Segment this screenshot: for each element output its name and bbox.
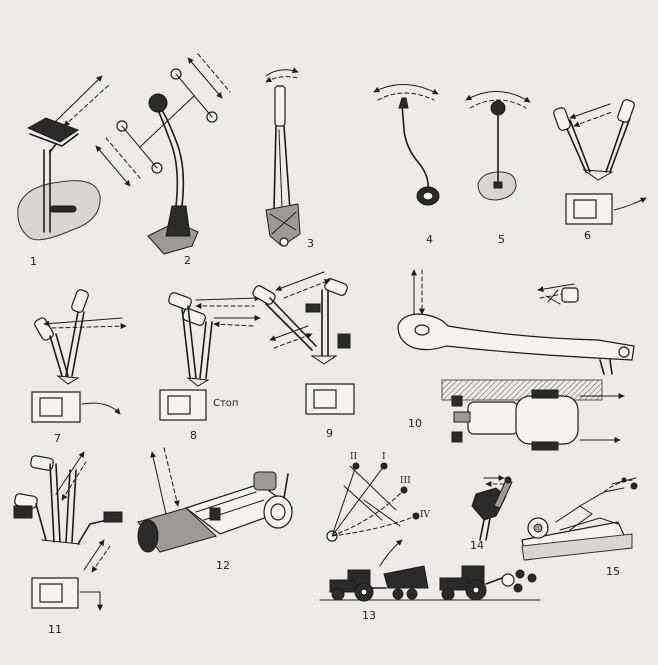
figure-label-6: 6 [584,229,591,242]
figure-label-14: 14 [470,539,484,552]
stop-label: Стоп [213,398,239,409]
figure-label-2: 2 [184,254,191,267]
figure-2-gear-lever [95,53,231,255]
figure-10-linkage [397,269,635,451]
figure-label-8: 8 [190,429,197,442]
figure-label-5: 5 [498,233,505,246]
figure-label-1: 1 [30,255,37,268]
figure-label-10: 10 [408,417,422,430]
figure-9-levers [252,271,355,415]
figure-label-4: 4 [426,233,433,246]
figure-13-gear-scheme [319,462,541,602]
figure-label-9: 9 [326,427,333,440]
figure-4-hand-lever [373,83,440,206]
figure-11-pedals [13,451,123,611]
gear-position-4: IV [420,510,431,520]
figure-12-handle [137,447,294,553]
figure-1-pedal [17,75,111,241]
tractor-with-trailer [329,539,429,602]
figure-label-15: 15 [606,565,620,578]
gear-position-2: II [350,452,358,462]
gear-position-1: I [382,452,386,462]
figure-15-machine [521,477,638,561]
figure-label-3: 3 [307,237,314,250]
figure-6-v-levers [553,99,647,225]
figure-label-7: 7 [54,432,61,445]
figure-label-13: 13 [362,609,376,622]
figure-label-12: 12 [216,559,230,572]
figure-3-vertical-lever [265,67,301,247]
tractor-with-implement [439,565,537,601]
figure-14-lever [471,475,513,541]
figure-5-knob-lever [465,91,531,201]
figure-label-11: 11 [48,623,62,636]
figure-7-levers [31,289,127,423]
gear-position-3: III [400,476,411,486]
figure-8-levers [159,292,261,421]
